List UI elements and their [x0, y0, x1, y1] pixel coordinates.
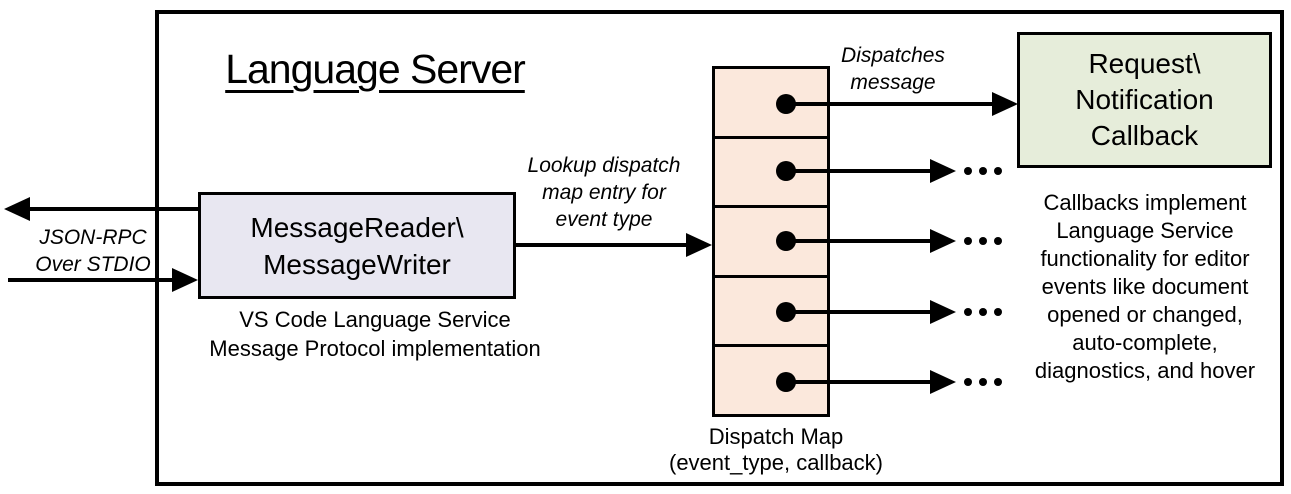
diagram-title: Language Server	[225, 46, 526, 92]
text-line: opened or changed,	[1047, 302, 1243, 327]
text-line: Dispatches	[841, 44, 945, 67]
ellipsis-icon	[964, 308, 1002, 316]
text-line: Language Service	[1056, 218, 1234, 243]
text-line: Lookup dispatch	[527, 154, 681, 177]
dispatch-row-line	[786, 169, 930, 173]
callback-box-line1: Request\	[1088, 48, 1201, 79]
right-arrowhead-icon	[992, 92, 1018, 116]
callback-box-line3: Callback	[1090, 120, 1199, 151]
text-line: events like document	[1041, 274, 1249, 299]
lookup-dispatch-label: Lookup dispatch map entry for event type	[514, 152, 694, 233]
ellipsis-icon	[964, 237, 1002, 245]
right-arrowhead-icon	[930, 370, 956, 394]
right-arrowhead-icon	[172, 268, 198, 292]
text-line: functionality for editor	[1040, 246, 1250, 271]
dispatch-map-cell	[715, 274, 827, 345]
reader-box-caption: VS Code Language Service Message Protoco…	[196, 305, 554, 363]
request-notification-callback-box: Request\ Notification Callback	[1017, 32, 1272, 168]
text-line: VS Code Language Service	[239, 307, 511, 332]
dispatch-map-caption: Dispatch Map (event_type, callback)	[651, 424, 901, 476]
reader-box-line1: MessageReader\	[250, 211, 464, 243]
ellipsis-icon	[964, 167, 1002, 175]
stdio-protocol-label: JSON-RPC Over STDIO	[18, 224, 168, 278]
right-arrowhead-icon	[930, 159, 956, 183]
text-line: JSON-RPC	[39, 226, 147, 249]
right-arrowhead-icon	[930, 300, 956, 324]
stdio-in-line	[8, 278, 172, 282]
text-line: message	[850, 71, 936, 94]
dispatch-row-line	[786, 102, 992, 106]
dispatch-row-line	[786, 239, 930, 243]
text-line: (event_type, callback)	[669, 450, 883, 475]
text-line: diagnostics, and hover	[1034, 358, 1256, 383]
right-arrowhead-icon	[930, 229, 956, 253]
message-reader-writer-box: MessageReader\ MessageWriter	[198, 192, 516, 299]
callback-box-line2: Notification	[1075, 84, 1214, 115]
dispatch-row-line	[786, 380, 930, 384]
text-line: Over STDIO	[35, 253, 151, 276]
text-line: Dispatch Map	[708, 424, 844, 449]
left-arrowhead-icon	[4, 197, 30, 221]
reader-box-line2: MessageWriter	[263, 248, 451, 280]
dispatch-map-cell	[715, 344, 827, 414]
ellipsis-icon	[964, 378, 1002, 386]
stdio-out-line	[30, 207, 198, 211]
text-line: Callbacks implement	[1043, 190, 1247, 215]
text-line: event type	[555, 208, 653, 231]
dispatches-message-label: Dispatches message	[828, 42, 958, 96]
text-line: Message Protocol implementation	[209, 336, 541, 361]
callback-caption: Callbacks implement Language Service fun…	[1008, 189, 1282, 385]
lookup-arrow-line	[515, 243, 686, 247]
text-line: map entry for	[542, 181, 666, 204]
dispatch-row-line	[786, 310, 930, 314]
text-line: auto-complete,	[1072, 330, 1218, 355]
right-arrowhead-icon	[686, 233, 712, 257]
